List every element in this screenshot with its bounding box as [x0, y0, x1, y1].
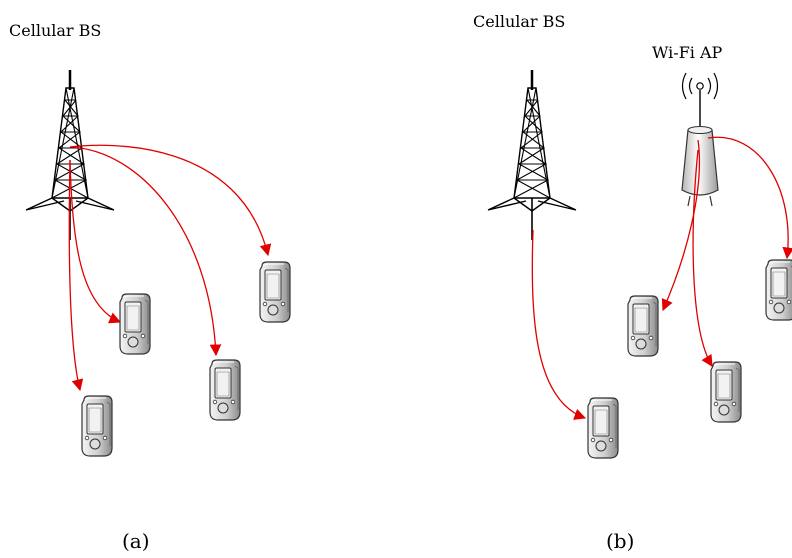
link-a3	[69, 159, 122, 324]
mobile-device-icon	[119, 293, 151, 355]
link-a1	[69, 144, 272, 257]
cell-tower-icon	[24, 68, 116, 242]
link-b3	[692, 149, 713, 367]
mobile-device-icon	[627, 295, 659, 357]
caption-b: (b)	[606, 529, 634, 553]
mobile-device-icon	[765, 259, 792, 321]
links-b	[531, 136, 792, 420]
link-b2	[661, 139, 701, 312]
link-b1	[531, 229, 587, 420]
mobile-device-icon	[81, 395, 113, 457]
mobile-device-icon	[209, 359, 241, 421]
link-a4	[68, 159, 84, 392]
bs-label-a: Cellular BS	[9, 21, 101, 40]
mobile-device-icon	[259, 261, 291, 323]
bs-label-b: Cellular BS	[473, 12, 565, 31]
wifi-ap-icon	[681, 90, 719, 207]
mobile-device-icon	[587, 397, 619, 459]
mobile-device-icon	[710, 361, 742, 423]
ap-label: Wi-Fi AP	[652, 43, 723, 62]
caption-a: (a)	[122, 529, 150, 553]
panel-a: Cellular BS (a)	[9, 21, 291, 553]
wireless-signal-icon	[681, 72, 719, 100]
link-a2	[69, 146, 222, 357]
link-b4	[707, 136, 792, 260]
panel-b: Cellular BS Wi-Fi AP	[473, 12, 792, 553]
cell-tower-icon	[486, 68, 578, 242]
links-a	[68, 144, 272, 392]
